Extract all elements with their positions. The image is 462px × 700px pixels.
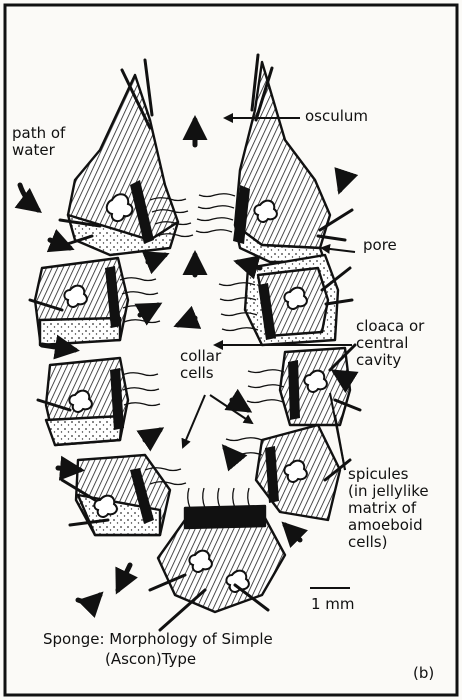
label-cloaca-or-central-cavity: cloaca or central cavity	[356, 318, 424, 369]
label-collar-cells: collar cells	[180, 348, 221, 382]
caption-line-1: Sponge: Morphology of Simple	[43, 630, 273, 648]
caption-line-2: (Ascon)Type	[105, 650, 196, 668]
label-pore: pore	[363, 237, 397, 254]
label-osculum: osculum	[305, 108, 368, 125]
panel-letter: (b)	[413, 665, 434, 682]
label-scale-bar: 1 mm	[311, 596, 355, 613]
label-spicules: spicules (in jellylike matrix of amoeboi…	[348, 466, 429, 551]
label-path-of-water: path of water	[12, 125, 65, 159]
